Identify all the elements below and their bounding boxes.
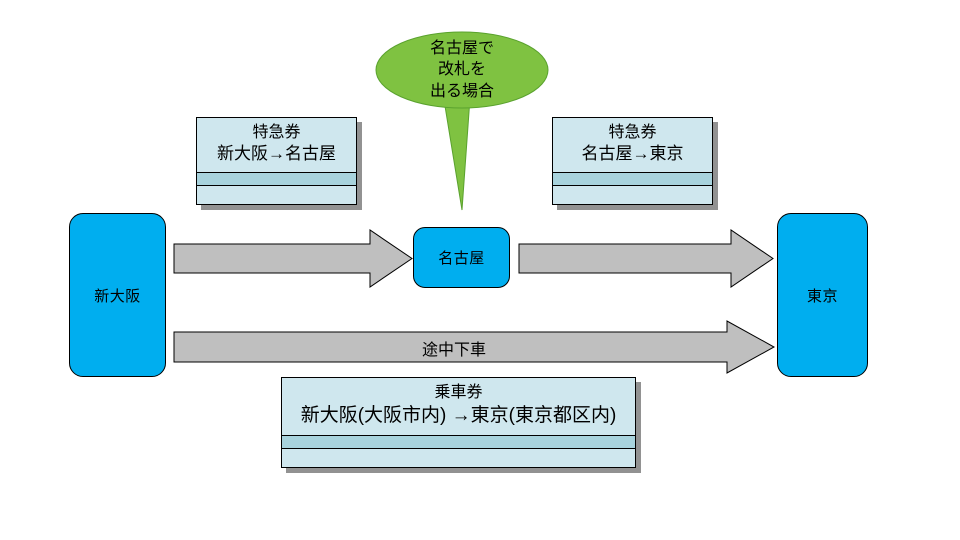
station-label: 名古屋 [438,250,485,267]
ticket-express-nagoya-tokyo: 特急券 名古屋→東京 [552,117,713,205]
station-shin-osaka: 新大阪 [69,213,166,377]
station-label: 東京 [806,287,838,305]
callout-line-3: 出る場合 [429,82,494,100]
station-label: 新大阪 [94,287,141,305]
ticket-fare: 乗車券 新大阪(大阪市内) →東京(東京都区内) [281,377,636,468]
callout-line-2: 改札を [437,61,486,79]
ticket-title: 特急券 [608,123,657,141]
arrow-nagoya-to-tokyo [518,229,774,288]
ticket-express-shin-osaka-nagoya: 特急券 新大阪→名古屋 [196,117,357,205]
arrow-shape [173,320,776,374]
arrow-through: 途中下車 [173,320,776,374]
ticket-stripe [553,173,712,186]
callout-balloon: 名古屋で 改札を 出る場合 [374,28,558,216]
ticket-body: 特急券 名古屋→東京 [553,118,712,173]
ticket-body: 特急券 新大阪→名古屋 [197,118,356,173]
ticket-footer [553,186,712,204]
ticket-title: 乗車券 [434,384,483,402]
ticket-body: 乗車券 新大阪(大阪市内) →東京(東京都区内) [282,378,635,436]
ticket-stripe [197,173,356,186]
station-nagoya: 名古屋 [413,227,510,288]
ticket-route: 新大阪→名古屋 [217,144,336,164]
ticket-route: 名古屋→東京 [581,144,684,164]
station-tokyo: 東京 [777,213,868,377]
callout-balloon-shape [375,31,549,211]
ticket-stripe [282,436,635,449]
arrow-shape [173,229,413,288]
callout-text: 名古屋で 改札を 出る場合 [374,38,550,102]
arrow-shape [518,229,774,288]
ticket-route: 新大阪(大阪市内) →東京(東京都区内) [300,404,617,426]
arrow-shin-osaka-to-nagoya [173,229,413,288]
ticket-footer [197,186,356,204]
ticket-title: 特急券 [252,123,301,141]
callout-line-1: 名古屋で [429,40,494,57]
ticket-footer [282,449,635,467]
